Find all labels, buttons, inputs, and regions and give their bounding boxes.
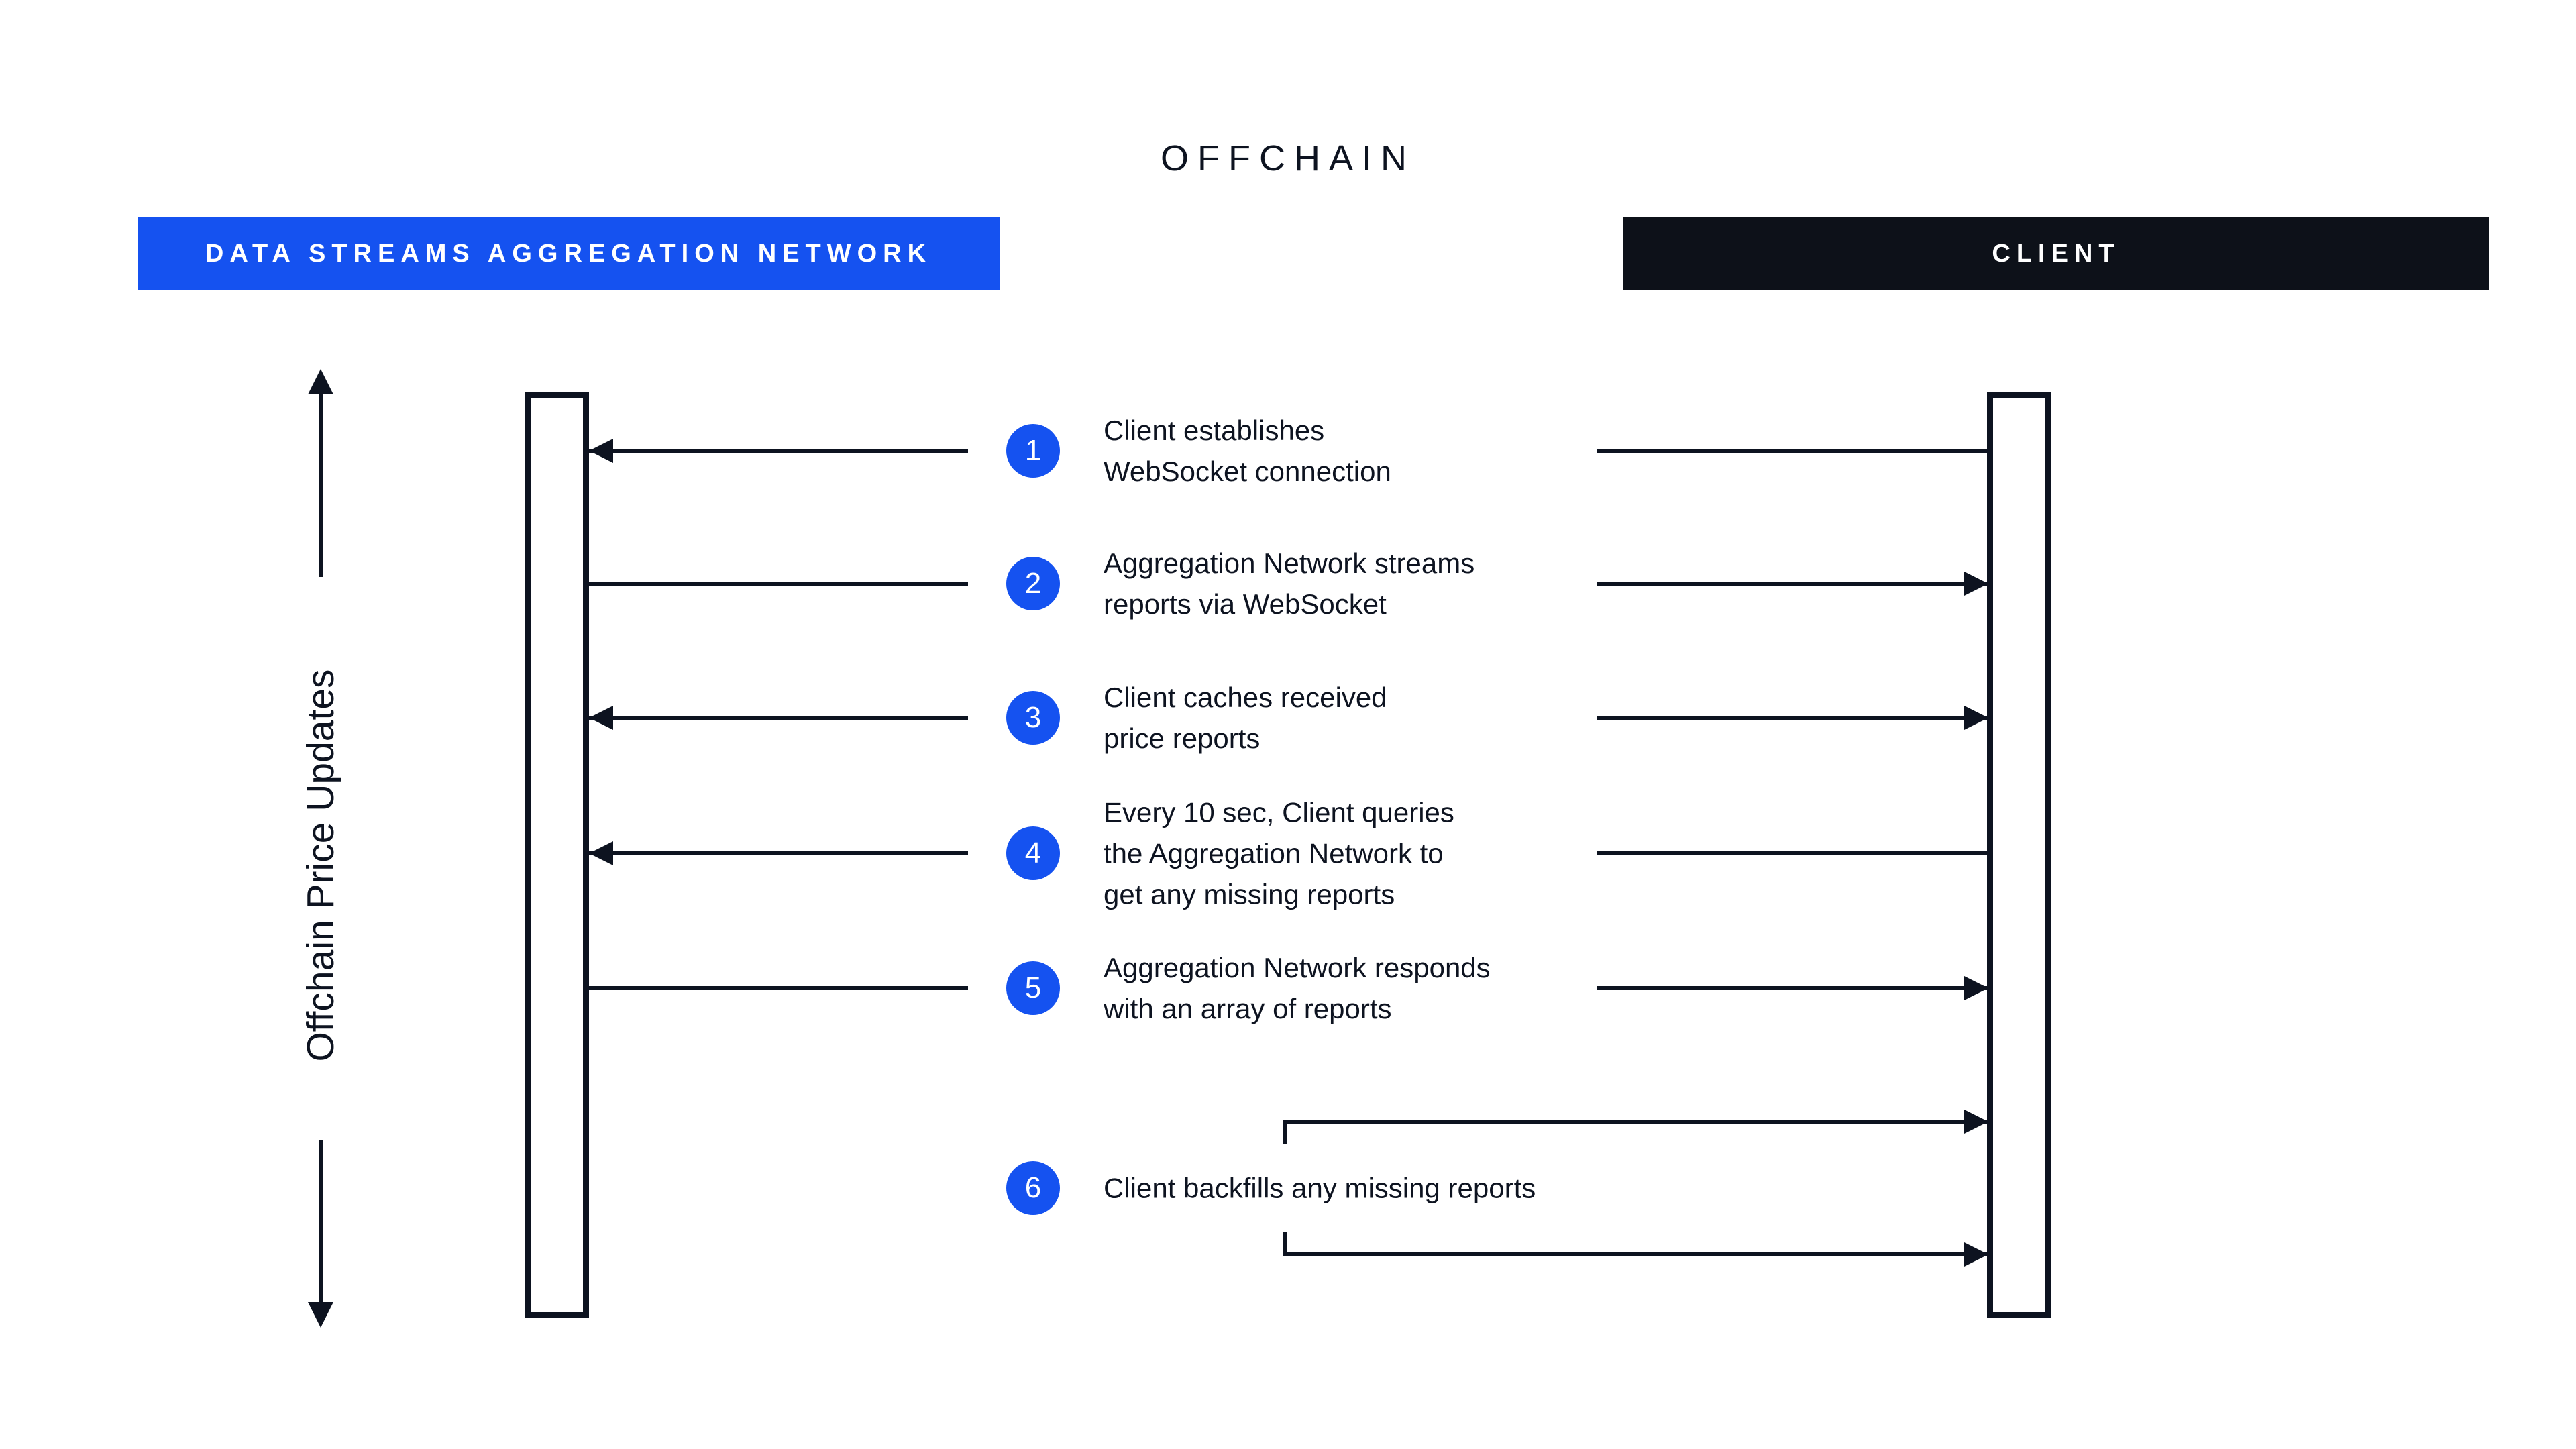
page-title: OFFCHAIN xyxy=(1161,138,1415,178)
step5-left-line xyxy=(589,986,968,990)
step3-arrowhead-left-icon xyxy=(589,706,613,730)
step2-number: 2 xyxy=(1024,567,1042,600)
step6-top-line xyxy=(1283,1120,1987,1124)
header-client: CLIENT xyxy=(1623,217,2489,290)
step1-number: 1 xyxy=(1024,434,1042,467)
header-aggregation-network-label: DATA STREAMS AGGREGATION NETWORK xyxy=(205,239,932,268)
axis-arrow-down-shaft xyxy=(319,1140,323,1303)
step2-right-line xyxy=(1597,582,1987,586)
step1-left-line xyxy=(589,449,968,453)
step6-number: 6 xyxy=(1024,1171,1042,1204)
step5-text: Aggregation Network responds with an arr… xyxy=(1104,952,1491,1024)
step1-text: Client establishes WebSocket connection xyxy=(1104,415,1391,487)
header-client-label: CLIENT xyxy=(1992,239,2121,268)
step4-badge: 4 xyxy=(1006,826,1060,880)
axis-label: Offchain Price Updates xyxy=(299,669,342,1062)
axis-arrow-up-icon xyxy=(308,369,333,394)
step4-left-line xyxy=(589,851,968,855)
step3-text: Client caches received price reports xyxy=(1104,682,1387,754)
step6-bottom-stub xyxy=(1283,1232,1287,1256)
step6-top-stub xyxy=(1283,1120,1287,1144)
step4-right-line xyxy=(1597,851,1987,855)
step2-left-line xyxy=(589,582,968,586)
step2-arrowhead-right-icon xyxy=(1964,572,1988,596)
step6-badge: 6 xyxy=(1006,1161,1060,1215)
step6-top-arrowhead-right-icon xyxy=(1964,1110,1988,1134)
axis-arrow-down-icon xyxy=(308,1302,333,1328)
step2-text: Aggregation Network streams reports via … xyxy=(1104,547,1475,620)
step3-arrowhead-right-icon xyxy=(1964,706,1988,730)
step4-number: 4 xyxy=(1024,837,1042,869)
step5-number: 5 xyxy=(1024,971,1042,1004)
step3-right-line xyxy=(1597,716,1987,720)
step6-bottom-line xyxy=(1283,1252,1987,1256)
lifeline-client xyxy=(1987,392,2051,1318)
step1-badge: 1 xyxy=(1006,424,1060,478)
step5-right-line xyxy=(1597,986,1987,990)
step6-text: Client backfills any missing reports xyxy=(1104,1172,1536,1204)
step2-badge: 2 xyxy=(1006,557,1060,610)
step5-arrowhead-right-icon xyxy=(1964,976,1988,1000)
step3-left-line xyxy=(589,716,968,720)
step1-right-line xyxy=(1597,449,1987,453)
step3-number: 3 xyxy=(1024,701,1042,734)
lifeline-aggregation-network xyxy=(525,392,589,1318)
step4-text: Every 10 sec, Client queries the Aggrega… xyxy=(1104,796,1454,910)
header-aggregation-network: DATA STREAMS AGGREGATION NETWORK xyxy=(138,217,1000,290)
step4-arrowhead-left-icon xyxy=(589,841,613,865)
step5-badge: 5 xyxy=(1006,961,1060,1015)
step1-arrowhead-left-icon xyxy=(589,439,613,463)
step3-badge: 3 xyxy=(1006,691,1060,745)
axis-arrow-up-shaft xyxy=(319,393,323,577)
step6-bottom-arrowhead-right-icon xyxy=(1964,1242,1988,1267)
